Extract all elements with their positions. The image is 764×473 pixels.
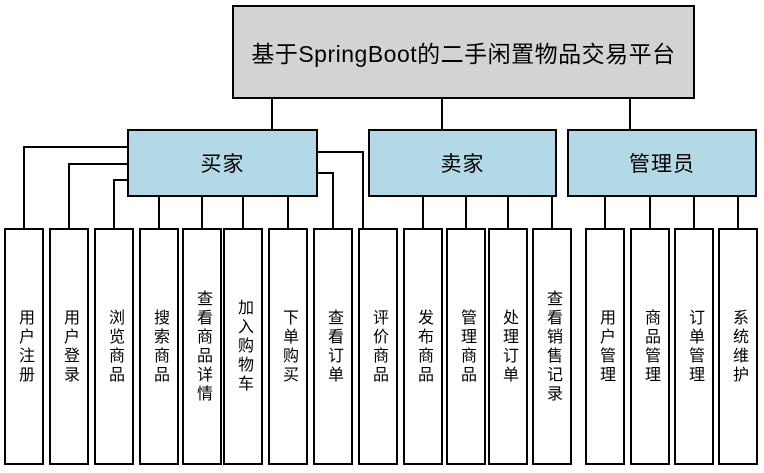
leaf-node-label: 发布商品 — [415, 308, 432, 385]
leaf-node: 商品管理 — [630, 228, 670, 465]
root-node-label: 基于SpringBoot的二手闲置物品交易平台 — [251, 41, 676, 67]
leaf-node-label: 查看订单 — [325, 308, 342, 385]
leaf-node-label: 处理订单 — [500, 308, 517, 385]
group-node-admin: 管理员 — [567, 129, 757, 197]
group-node-seller-label: 卖家 — [440, 153, 485, 176]
leaf-node: 管理商品 — [446, 228, 486, 465]
leaf-node-label: 系统维护 — [730, 308, 747, 385]
leaf-node: 下单购买 — [268, 228, 308, 465]
leaf-node-label: 用户登录 — [61, 308, 78, 385]
leaf-node: 用户管理 — [585, 228, 625, 465]
leaf-node-label: 商品管理 — [642, 308, 659, 385]
leaf-node: 浏览商品 — [94, 228, 134, 465]
leaf-node: 用户注册 — [4, 228, 44, 465]
leaf-node: 查看订单 — [313, 228, 353, 465]
leaf-node: 查看商品详情 — [182, 228, 222, 465]
group-node-seller: 卖家 — [368, 129, 557, 197]
group-node-buyer: 买家 — [127, 129, 318, 197]
leaf-node: 处理订单 — [488, 228, 528, 465]
leaf-node-label: 下单购买 — [280, 308, 297, 385]
leaf-node-label: 加入购物车 — [235, 299, 252, 394]
leaf-node: 搜索商品 — [139, 228, 179, 465]
leaf-node-label: 查看商品详情 — [194, 289, 211, 404]
leaf-node: 用户登录 — [49, 228, 89, 465]
leaf-node: 系统维护 — [718, 228, 758, 465]
leaf-node: 订单管理 — [674, 228, 714, 465]
leaf-node-label: 评价商品 — [370, 308, 387, 385]
leaf-node-label: 搜索商品 — [151, 308, 168, 385]
leaf-node: 发布商品 — [403, 228, 443, 465]
leaf-node-label: 浏览商品 — [106, 308, 123, 385]
group-node-buyer-label: 买家 — [200, 153, 245, 176]
root-node: 基于SpringBoot的二手闲置物品交易平台 — [232, 5, 695, 99]
leaf-node: 评价商品 — [358, 228, 398, 465]
leaf-node-label: 用户注册 — [16, 308, 33, 385]
leaf-node-label: 用户管理 — [597, 308, 614, 385]
leaf-node-label: 查看销售记录 — [544, 289, 561, 404]
leaf-node: 加入购物车 — [223, 228, 263, 465]
leaf-node: 查看销售记录 — [532, 228, 572, 465]
leaf-node-label: 管理商品 — [458, 308, 475, 385]
group-node-admin-label: 管理员 — [629, 153, 695, 176]
leaf-node-label: 订单管理 — [686, 308, 703, 385]
